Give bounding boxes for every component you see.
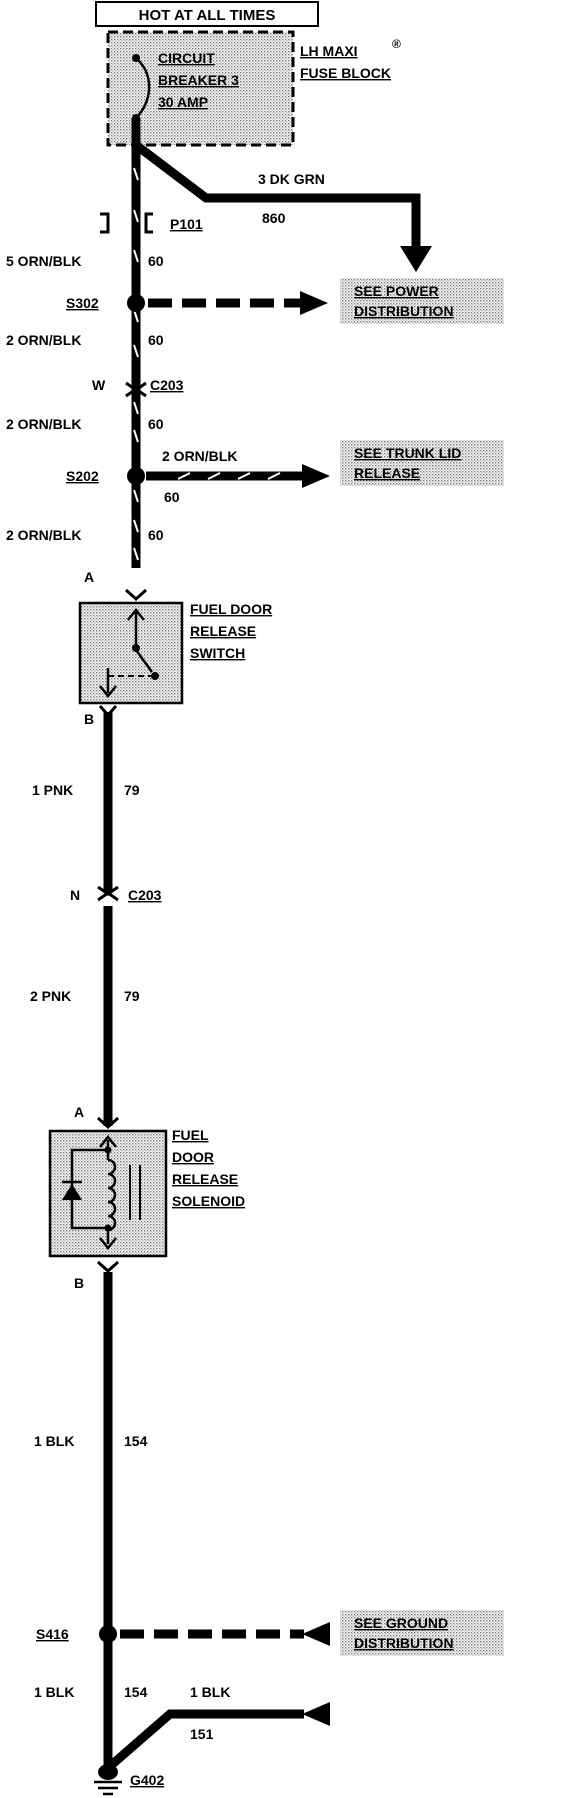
- dk-grn-wire-label: 3 DK GRN: [258, 171, 325, 187]
- connector-c203-top: W C203: [92, 377, 184, 398]
- switch-name-line-1: FUEL DOOR: [190, 601, 272, 617]
- g402-label: G402: [130, 1772, 164, 1788]
- c203-mid-pin: N: [70, 887, 80, 903]
- s202-label: S202: [66, 468, 99, 484]
- main-wire-upper: [131, 118, 141, 568]
- s416-label: S416: [36, 1626, 69, 1642]
- solenoid-pin-a: A: [74, 1104, 84, 1120]
- switch-pin-a: A: [84, 569, 94, 585]
- switch-name-line-3: SWITCH: [190, 645, 245, 661]
- segment-3-wire: 2 ORN/BLK: [6, 416, 81, 432]
- segment-5-circuit: 79: [124, 782, 140, 798]
- segment-5-wire: 1 PNK: [32, 782, 73, 798]
- ground-distribution-reference: SEE GROUND DISTRIBUTION: [340, 1610, 504, 1656]
- s302-label: S302: [66, 295, 99, 311]
- switch-pin-b: B: [84, 711, 94, 727]
- ground-branch-circuit: 151: [190, 1726, 214, 1742]
- trunk-branch-circuit: 60: [164, 489, 180, 505]
- power-ref-line-1: SEE POWER: [354, 283, 439, 299]
- solenoid-coil: [107, 1158, 117, 1232]
- hot-at-all-times-header: HOT AT ALL TIMES: [95, 1, 319, 27]
- circuit-breaker-line-3: 30 AMP: [158, 94, 208, 110]
- trunk-lid-reference: SEE TRUNK LID RELEASE: [340, 440, 504, 486]
- segment-8-circuit: 154: [124, 1684, 148, 1700]
- segment-6-wire: 2 PNK: [30, 988, 71, 1004]
- segment-4-wire: 2 ORN/BLK: [6, 527, 81, 543]
- segment-2-wire: 2 ORN/BLK: [6, 332, 81, 348]
- fuel-door-release-switch: A B FUEL DOOR RELEASE SWITCH: [78, 569, 272, 727]
- segment-1-circuit: 60: [148, 253, 164, 269]
- ground-branch-wire: 1 BLK: [190, 1684, 230, 1700]
- ground-ref-line-2: DISTRIBUTION: [354, 1635, 454, 1651]
- circuit-breaker-symbol: [135, 57, 151, 119]
- connector-p101: P101: [100, 212, 203, 234]
- ground-branch: 1 BLK 151: [105, 1684, 330, 1772]
- power-ref-line-2: DISTRIBUTION: [354, 303, 454, 319]
- c203-top-pin: W: [92, 377, 106, 393]
- dk-grn-circuit-label: 860: [262, 210, 286, 226]
- connector-c203-mid: N C203: [70, 885, 162, 903]
- trunk-branch-wire: 2 ORN/BLK: [162, 448, 237, 464]
- fuse-block-name-line-1: LH MAXI: [300, 43, 358, 59]
- fuse-block-name-line-2: FUSE BLOCK: [300, 65, 391, 81]
- registered-symbol: ®: [392, 37, 401, 51]
- segment-2-circuit: 60: [148, 332, 164, 348]
- c203-mid-label: C203: [128, 887, 162, 903]
- ground-ref-line-1: SEE GROUND: [354, 1615, 448, 1631]
- segment-7-circuit: 154: [124, 1433, 148, 1449]
- fuel-door-release-solenoid: A B FUEL DOOR RELEASE SOLENOID: [48, 1104, 245, 1291]
- trunk-ref-line-1: SEE TRUNK LID: [354, 445, 461, 461]
- splice-s416: S416: [36, 1622, 330, 1646]
- splice-s302: S302: [66, 291, 328, 315]
- trunk-ref-line-2: RELEASE: [354, 465, 420, 481]
- orn-blk-stripe: [133, 167, 139, 561]
- circuit-breaker-line-1: CIRCUIT: [158, 50, 215, 66]
- dk-grn-branch: 3 DK GRN 860: [133, 141, 432, 272]
- ground-g402: G402: [94, 1764, 164, 1796]
- switch-name-line-2: RELEASE: [190, 623, 256, 639]
- fuse-block: CIRCUIT BREAKER 3 30 AMP LH MAXI ® FUSE …: [106, 30, 401, 147]
- segment-8-wire: 1 BLK: [34, 1684, 74, 1700]
- solenoid-name-line-3: RELEASE: [172, 1171, 238, 1187]
- segment-3-circuit: 60: [148, 416, 164, 432]
- segment-6-circuit: 79: [124, 988, 140, 1004]
- trunk-branch-stripe: [177, 472, 281, 480]
- segment-1-wire: 5 ORN/BLK: [6, 253, 81, 269]
- solenoid-name-line-1: FUEL: [172, 1127, 209, 1143]
- solenoid-name-line-2: DOOR: [172, 1149, 214, 1165]
- solenoid-pin-b: B: [74, 1275, 84, 1291]
- c203-top-label: C203: [150, 377, 184, 393]
- segment-7-wire: 1 BLK: [34, 1433, 74, 1449]
- power-distribution-reference: SEE POWER DISTRIBUTION: [340, 278, 504, 324]
- splice-s202: S202 2 ORN/BLK 60: [66, 448, 330, 505]
- hot-label: HOT AT ALL TIMES: [139, 7, 276, 24]
- solenoid-name-line-4: SOLENOID: [172, 1193, 245, 1209]
- p101-label: P101: [170, 216, 203, 232]
- segment-4-circuit: 60: [148, 527, 164, 543]
- circuit-breaker-line-2: BREAKER 3: [158, 72, 239, 88]
- diode-symbol: [62, 1184, 82, 1200]
